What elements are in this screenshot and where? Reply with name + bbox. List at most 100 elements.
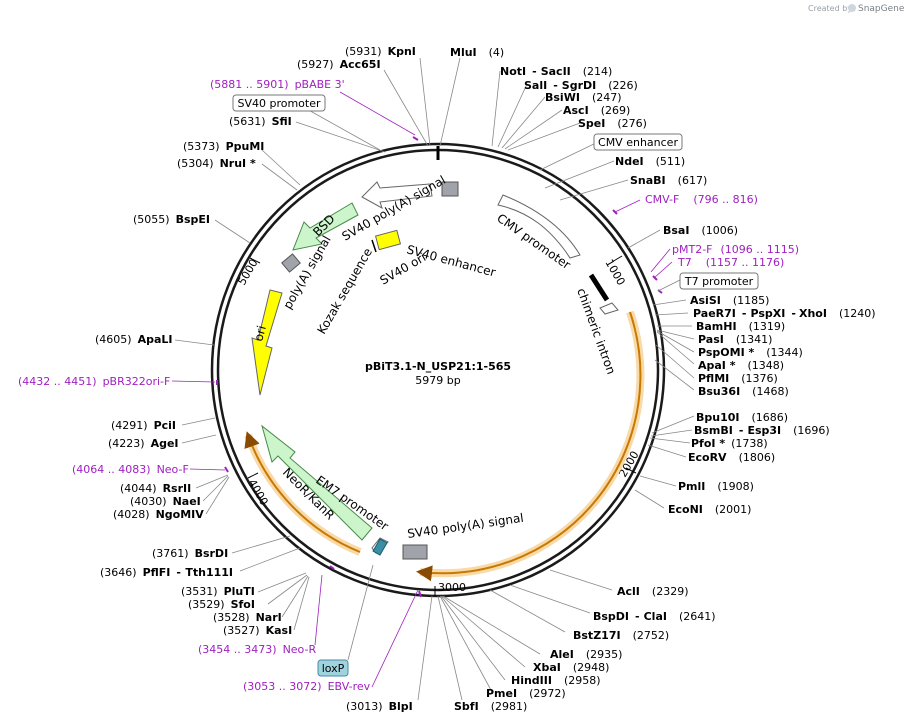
site-apai[interactable]: ApaI *(1348) <box>698 359 784 372</box>
tick-3000: 3000 <box>438 581 466 594</box>
box-sv40-promoter[interactable]: SV40 promoter <box>232 94 326 112</box>
site-rsrii[interactable]: (4044)RsrII <box>120 482 191 495</box>
site-bpu10i[interactable]: Bpu10I(1686) <box>696 411 788 424</box>
site-asisi[interactable]: AsiSI(1185) <box>690 294 769 307</box>
primer-mark-neof <box>224 466 229 473</box>
primer-pbabe[interactable]: (5881 .. 5901)pBABE 3' <box>210 78 345 91</box>
neo-cds-arrow[interactable] <box>244 431 361 553</box>
box-t7-promoter-label: T7 promoter <box>684 275 754 288</box>
site-bsmbi[interactable]: BsmBI-Esp3I(1696) <box>694 424 830 437</box>
site-bamhi[interactable]: BamHI(1319) <box>696 320 785 333</box>
site-noti[interactable]: NotI-SacII(214) <box>500 65 612 78</box>
plasmid-name: pBiT3.1-N_USP21:1-565 <box>365 360 511 373</box>
box-loxp[interactable]: loxP <box>317 659 349 677</box>
box-cmv-enhancer[interactable]: CMV enhancer <box>593 133 683 151</box>
kozak-mark <box>371 239 377 253</box>
box-loxp-label: loxP <box>322 662 345 675</box>
site-asci[interactable]: AscI(269) <box>563 104 630 117</box>
site-nrui[interactable]: (5304)NruI * <box>177 157 256 170</box>
primer-mark-pbabe <box>412 136 419 141</box>
credit-brand: SnapGene <box>858 4 905 14</box>
site-pflfi[interactable]: (3646)PflFI-Tth111I <box>100 566 233 579</box>
site-sfoi[interactable]: (3529)SfoI <box>188 598 255 611</box>
primer-t7[interactable]: T7(1157 .. 1176) <box>677 256 784 269</box>
tick-5000-mark <box>249 257 261 264</box>
site-alei[interactable]: AleI(2935) <box>550 648 622 661</box>
site-bsiwi[interactable]: BsiWI(247) <box>545 91 622 104</box>
site-pspomi[interactable]: PspOMI *(1344) <box>698 346 803 359</box>
site-pmei[interactable]: PmeI(2972) <box>486 687 566 700</box>
leader-lines <box>171 57 695 701</box>
gray-block-bottom <box>402 544 428 560</box>
tick-2000-mark <box>625 467 637 474</box>
site-agei[interactable]: (4223)AgeI <box>108 437 179 450</box>
site-nari[interactable]: (3528)NarI <box>213 611 282 624</box>
primer-mark-ebv <box>418 590 422 598</box>
site-sali[interactable]: SalI-SgrDI(226) <box>524 79 638 92</box>
site-pasi[interactable]: PasI(1341) <box>698 333 772 346</box>
primer-pmt2-f[interactable]: pMT2-F(1096 .. 1115) <box>672 243 799 256</box>
feature-sv40-ori: SV40 ori <box>378 250 429 287</box>
site-blpi[interactable]: (3013)BlpI <box>346 700 413 713</box>
box-sv40-promoter-label: SV40 promoter <box>237 97 321 110</box>
primer-cmv-f[interactable]: CMV-F(796 .. 816) <box>645 193 758 206</box>
gray-block-left <box>281 253 301 273</box>
site-bspdi[interactable]: BspDI-ClaI(2641) <box>593 610 716 623</box>
feature-sv40-polya-bottom: SV40 poly(A) signal <box>406 511 524 541</box>
site-ndei[interactable]: NdeI(511) <box>615 155 685 168</box>
site-pcii[interactable]: (4291)PciI <box>111 419 176 432</box>
site-kasi[interactable]: (3527)KasI <box>223 624 292 637</box>
primer-neo-r[interactable]: (3454 .. 3473)Neo-R <box>198 643 316 656</box>
site-pflmi[interactable]: PflMI(1376) <box>698 372 778 385</box>
site-bsu36i[interactable]: Bsu36I(1468) <box>698 385 789 398</box>
primer-pbr322ori-f[interactable]: (4432 .. 4451)pBR322ori-F <box>18 375 170 388</box>
bsd-arrow[interactable] <box>292 202 359 251</box>
tick-4000-mark <box>247 472 259 479</box>
site-bsrdi[interactable]: (3761)BsrDI <box>152 547 228 560</box>
plasmid-size: 5979 bp <box>415 374 460 387</box>
feature-ori: ori <box>251 324 269 343</box>
site-sfii[interactable]: (5631)SfiI <box>229 115 292 128</box>
site-xbai[interactable]: XbaI(2948) <box>533 661 609 674</box>
site-acli[interactable]: AclI(2329) <box>617 585 688 598</box>
site-apali[interactable]: (4605)ApaLI <box>95 333 173 346</box>
site-bsai[interactable]: BsaI(1006) <box>663 224 738 237</box>
site-ecorv[interactable]: EcoRV(1806) <box>688 451 775 464</box>
site-sbfi[interactable]: SbfI(2981) <box>454 700 527 713</box>
site-bstz17i[interactable]: BstZ17I(2752) <box>573 629 669 642</box>
credit-prefix: Created by <box>808 4 852 13</box>
site-naei[interactable]: (4030)NaeI <box>130 495 201 508</box>
site-pfoi[interactable]: PfoI *(1738) <box>691 437 768 450</box>
sv40-polya-arrow-top[interactable] <box>361 181 433 210</box>
neor-kanr-arrow[interactable] <box>261 424 373 541</box>
usp21-cds-arrow[interactable] <box>416 311 642 582</box>
site-snabi[interactable]: SnaBI(617) <box>630 174 707 187</box>
sv40-ori-block <box>374 229 402 251</box>
site-paer7i[interactable]: PaeR7I-PspXI-XhoI(1240) <box>693 307 876 320</box>
intron-small-arrow <box>599 302 619 315</box>
site-ppumi[interactable]: (5373)PpuMI <box>183 140 264 153</box>
site-pluti[interactable]: (3531)PluTI <box>181 585 255 598</box>
site-mlui[interactable]: MluI(4) <box>450 46 504 59</box>
feature-kozak: Kozak sequence <box>314 246 375 337</box>
site-econi[interactable]: EcoNI(2001) <box>668 503 751 516</box>
site-spei[interactable]: SpeI(276) <box>578 117 647 130</box>
loxp-block <box>372 538 388 556</box>
ori-arrow[interactable] <box>251 289 283 396</box>
cmv-promoter-arrow[interactable] <box>497 194 581 259</box>
snapgene-credit[interactable]: Created by SnapGene <box>808 4 905 14</box>
primer-mark-pmt2f <box>652 275 658 281</box>
chimeric-intron-block <box>588 273 610 302</box>
primer-neo-f[interactable]: (4064 .. 4083)Neo-F <box>72 463 189 476</box>
primer-ebv-rev[interactable]: (3053 .. 3072)EBV-rev <box>243 680 371 693</box>
site-ngomiv[interactable]: (4028)NgoMIV <box>113 508 204 521</box>
site-acc65i[interactable]: (5927)Acc65I <box>297 58 381 71</box>
feature-chimeric-intron: chimeric intron <box>574 286 618 376</box>
site-pmli[interactable]: PmlI(1908) <box>678 480 754 493</box>
box-t7-promoter[interactable]: T7 promoter <box>679 272 759 290</box>
site-kpni[interactable]: (5931)KpnI <box>345 45 416 58</box>
site-hindiii[interactable]: HindIII(2958) <box>511 674 601 687</box>
snapgene-logo-icon <box>848 4 856 12</box>
site-bspei[interactable]: (5055)BspEI <box>133 213 210 226</box>
